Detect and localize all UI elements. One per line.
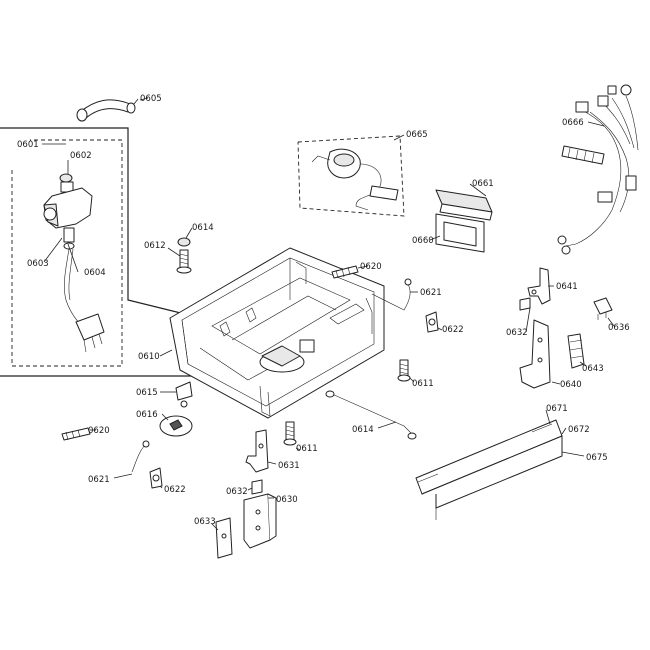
sensor-part-0620-lower[interactable] <box>61 427 91 441</box>
aquastop-group-0665[interactable] <box>297 135 405 217</box>
kickplate-part-0672[interactable] <box>415 419 563 520</box>
label-0616: 0616 <box>136 410 158 420</box>
label-0672: 0672 <box>568 425 590 435</box>
bracket-part-0631[interactable] <box>245 429 269 473</box>
label-0615: 0615 <box>136 388 158 398</box>
part-labels: 0605 0601 0602 0603 0604 0665 0666 0661 … <box>17 94 630 527</box>
label-0622-upper: 0622 <box>442 325 464 335</box>
part-0615[interactable] <box>175 381 193 408</box>
label-0666: 0666 <box>562 118 584 128</box>
clip-part-0632-lower[interactable] <box>251 479 263 495</box>
label-0640: 0640 <box>560 380 582 390</box>
label-0603: 0603 <box>27 259 49 269</box>
cable-part-0621-upper[interactable] <box>371 278 412 311</box>
label-0621-upper: 0621 <box>420 288 442 298</box>
label-0631: 0631 <box>278 461 300 471</box>
label-0665: 0665 <box>406 130 428 140</box>
label-0643: 0643 <box>582 364 604 374</box>
label-0614-lower: 0614 <box>352 425 374 435</box>
bracket-part-0630[interactable] <box>243 493 277 549</box>
clip-part-0632-right[interactable] <box>519 297 531 311</box>
label-0612: 0612 <box>144 241 166 251</box>
screw-part-0611-lower[interactable] <box>283 421 297 446</box>
screw-part-0612[interactable] <box>176 249 192 274</box>
wiring-harness-part-0666[interactable] <box>557 84 639 255</box>
label-0636: 0636 <box>608 323 630 333</box>
label-0632-lower: 0632 <box>226 487 248 497</box>
label-0614-top: 0614 <box>192 223 214 233</box>
label-0660: 0660 <box>412 236 434 246</box>
label-0620-lower: 0620 <box>88 426 110 436</box>
label-0611-right: 0611 <box>412 379 434 389</box>
base-tub-part-0610[interactable] <box>169 247 385 419</box>
screw-part-0611-right[interactable] <box>397 359 411 382</box>
label-0630: 0630 <box>276 495 298 505</box>
label-0671: 0671 <box>546 404 568 414</box>
cable-part-0621-lower[interactable] <box>131 440 150 473</box>
disc-part-0616[interactable] <box>159 415 193 437</box>
leader-lines <box>42 97 615 531</box>
label-0621-lower: 0621 <box>88 475 110 485</box>
bracket-part-0633[interactable] <box>215 517 233 559</box>
label-0604: 0604 <box>84 268 106 278</box>
label-0601: 0601 <box>17 140 39 150</box>
clip-part-0622-upper[interactable] <box>425 311 439 333</box>
label-0661: 0661 <box>472 179 494 189</box>
label-0610: 0610 <box>138 352 160 362</box>
part-0636[interactable] <box>593 297 613 320</box>
clip-part-0622-lower[interactable] <box>149 467 163 489</box>
label-0675: 0675 <box>586 453 608 463</box>
inlet-valve-part-0603[interactable] <box>43 173 93 327</box>
hose-part-0605[interactable] <box>76 98 139 122</box>
label-0605: 0605 <box>140 94 162 104</box>
cable-part-0614-lower[interactable] <box>325 390 417 440</box>
label-0611-lower: 0611 <box>296 444 318 454</box>
connector-part-0604[interactable] <box>75 313 105 353</box>
part-0643[interactable] <box>567 333 585 369</box>
bracket-part-0640[interactable] <box>519 319 551 389</box>
bracket-part-0641[interactable] <box>527 267 551 305</box>
foot-part-0614[interactable] <box>177 237 191 247</box>
frame-part-0660[interactable] <box>435 213 485 253</box>
label-0620-upper: 0620 <box>360 262 382 272</box>
label-0632-right: 0632 <box>506 328 528 338</box>
label-0641: 0641 <box>556 282 578 292</box>
sensor-part-0620-upper[interactable] <box>331 265 359 279</box>
label-0602: 0602 <box>70 151 92 161</box>
label-0633: 0633 <box>194 517 216 527</box>
handle-part-0661[interactable] <box>435 189 493 221</box>
label-0622-lower: 0622 <box>164 485 186 495</box>
